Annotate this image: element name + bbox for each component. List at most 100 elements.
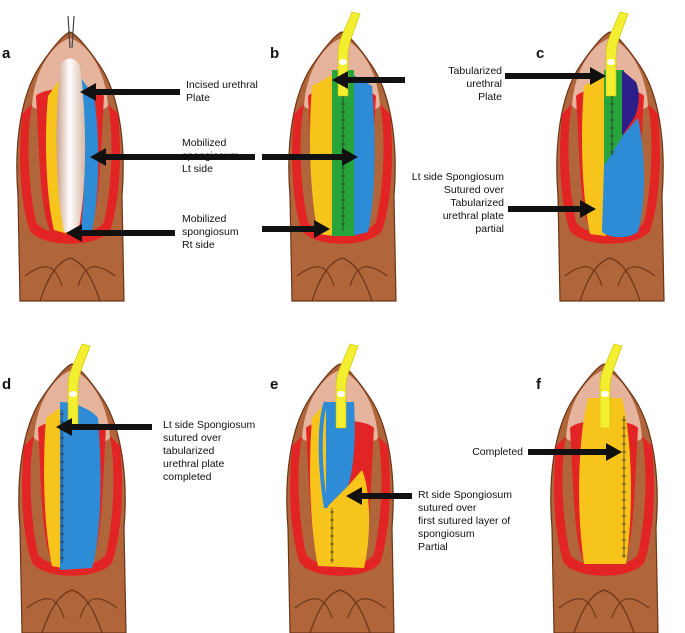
catheter	[67, 343, 91, 429]
right-spongiosum	[44, 406, 62, 568]
panel-label-f: f	[536, 376, 542, 393]
right-spongiosum	[582, 74, 606, 236]
annotation-line: Lt side Spongiosum	[412, 171, 504, 183]
panel-label-a: a	[2, 45, 11, 62]
arrow-head	[56, 418, 72, 436]
skin-crease	[24, 266, 63, 287]
left-spongiosum	[352, 74, 375, 236]
annotation-line: tabularized	[163, 445, 215, 457]
annotation-line: completed	[163, 471, 212, 483]
catheter-eye	[607, 59, 615, 65]
catheter-eye	[69, 391, 77, 397]
annotation-line: urethral plate	[163, 458, 224, 470]
arrow-mobilized-rt	[66, 224, 175, 242]
catheter	[605, 11, 629, 97]
annotation-line: Plate	[186, 92, 210, 104]
catheter	[599, 343, 623, 429]
left-spongiosum-flap	[60, 402, 101, 570]
arrow-c-lt-spongiosum	[508, 200, 596, 218]
arrow-head	[590, 67, 606, 85]
annotation-line: sutured over	[163, 432, 222, 444]
annotation-line: Mobilized	[182, 213, 227, 225]
arrow-to-b-tabularized	[262, 148, 358, 166]
skin-crease	[347, 598, 386, 619]
panel-label-b: b	[270, 45, 279, 62]
scrotal-fold	[573, 589, 635, 633]
arrow-head	[580, 200, 596, 218]
arrow-head	[346, 487, 362, 505]
catheter	[335, 343, 359, 429]
annotation-line: Sutured over	[444, 184, 505, 196]
annotation-line: Rt side	[182, 239, 215, 251]
annotation-line: Tabularized	[450, 197, 504, 209]
annotation-line: urethral	[466, 78, 502, 90]
arrow-head	[332, 71, 348, 89]
panel-label-e: e	[270, 376, 278, 393]
annotation-line: sutured over	[418, 502, 477, 514]
arrow-mobilized-lt	[90, 148, 255, 166]
annotation-line: Lt side	[182, 163, 213, 175]
corpus-cavernosum	[554, 436, 654, 576]
skin-crease	[79, 598, 118, 619]
arrow-f-completed	[528, 443, 622, 461]
label-f-completed: Completed	[472, 446, 523, 458]
skin-crease	[564, 266, 603, 287]
skin-crease	[294, 598, 333, 619]
spongioplasty-completed	[579, 398, 631, 564]
annotation-line: spongiosum	[182, 150, 239, 162]
annotation-line: Completed	[472, 446, 523, 458]
scrotal-fold	[579, 257, 641, 302]
arrow-head	[314, 220, 330, 238]
panel-label-d: d	[2, 376, 11, 393]
catheter-eye	[601, 391, 609, 397]
catheter-eye	[339, 59, 347, 65]
arrow-head	[80, 83, 96, 101]
left-spongiosum-flap	[602, 118, 644, 238]
left-spongiosum-edge	[318, 401, 328, 509]
panel-f-drawing	[550, 343, 659, 633]
stay-suture	[67, 15, 71, 49]
left-spongiosum-flap	[326, 402, 355, 508]
annotation-line: spongiosum	[182, 226, 239, 238]
skin-crease	[296, 266, 335, 287]
scrotal-fold	[39, 257, 101, 302]
scrotal-fold	[309, 589, 371, 633]
incised-urethral-plate	[56, 58, 86, 232]
annotation-line: Mobilized	[182, 137, 227, 149]
arrow-d-completed	[56, 418, 152, 436]
annotation-line: Tabularized	[448, 65, 502, 77]
skin-crease	[26, 598, 65, 619]
corpus-cavernosum	[20, 104, 120, 244]
glans-wing	[622, 70, 639, 136]
annotation-line: Lt side Spongiosum	[163, 419, 255, 431]
annotation-line: Plate	[478, 91, 502, 103]
scrotal-fold	[41, 589, 103, 633]
arrow-incised-plate	[80, 83, 180, 101]
arrow-c-tabularized-plate	[505, 67, 606, 85]
arrow-head	[66, 224, 82, 242]
arrow-to-b-rt	[262, 220, 330, 238]
annotation-line: first sutured layer of	[418, 515, 510, 527]
panel-c-drawing	[556, 11, 665, 302]
corpus-cavernosum	[560, 104, 660, 244]
arrow-head	[90, 148, 106, 166]
arrow-head	[606, 443, 622, 461]
arrow-e-rt-spongiosum	[346, 487, 412, 505]
panel-d-drawing	[18, 343, 127, 633]
skin-crease	[558, 598, 597, 619]
annotation-line: urethral plate	[443, 210, 504, 222]
annotation-line: spongiosum	[418, 528, 475, 540]
annotation-line: Incised urethral	[186, 79, 258, 91]
corpus-cavernosum	[22, 436, 122, 576]
right-spongiosum-flap	[310, 402, 370, 568]
annotation-line: partial	[475, 223, 504, 235]
arrow-head	[342, 148, 358, 166]
